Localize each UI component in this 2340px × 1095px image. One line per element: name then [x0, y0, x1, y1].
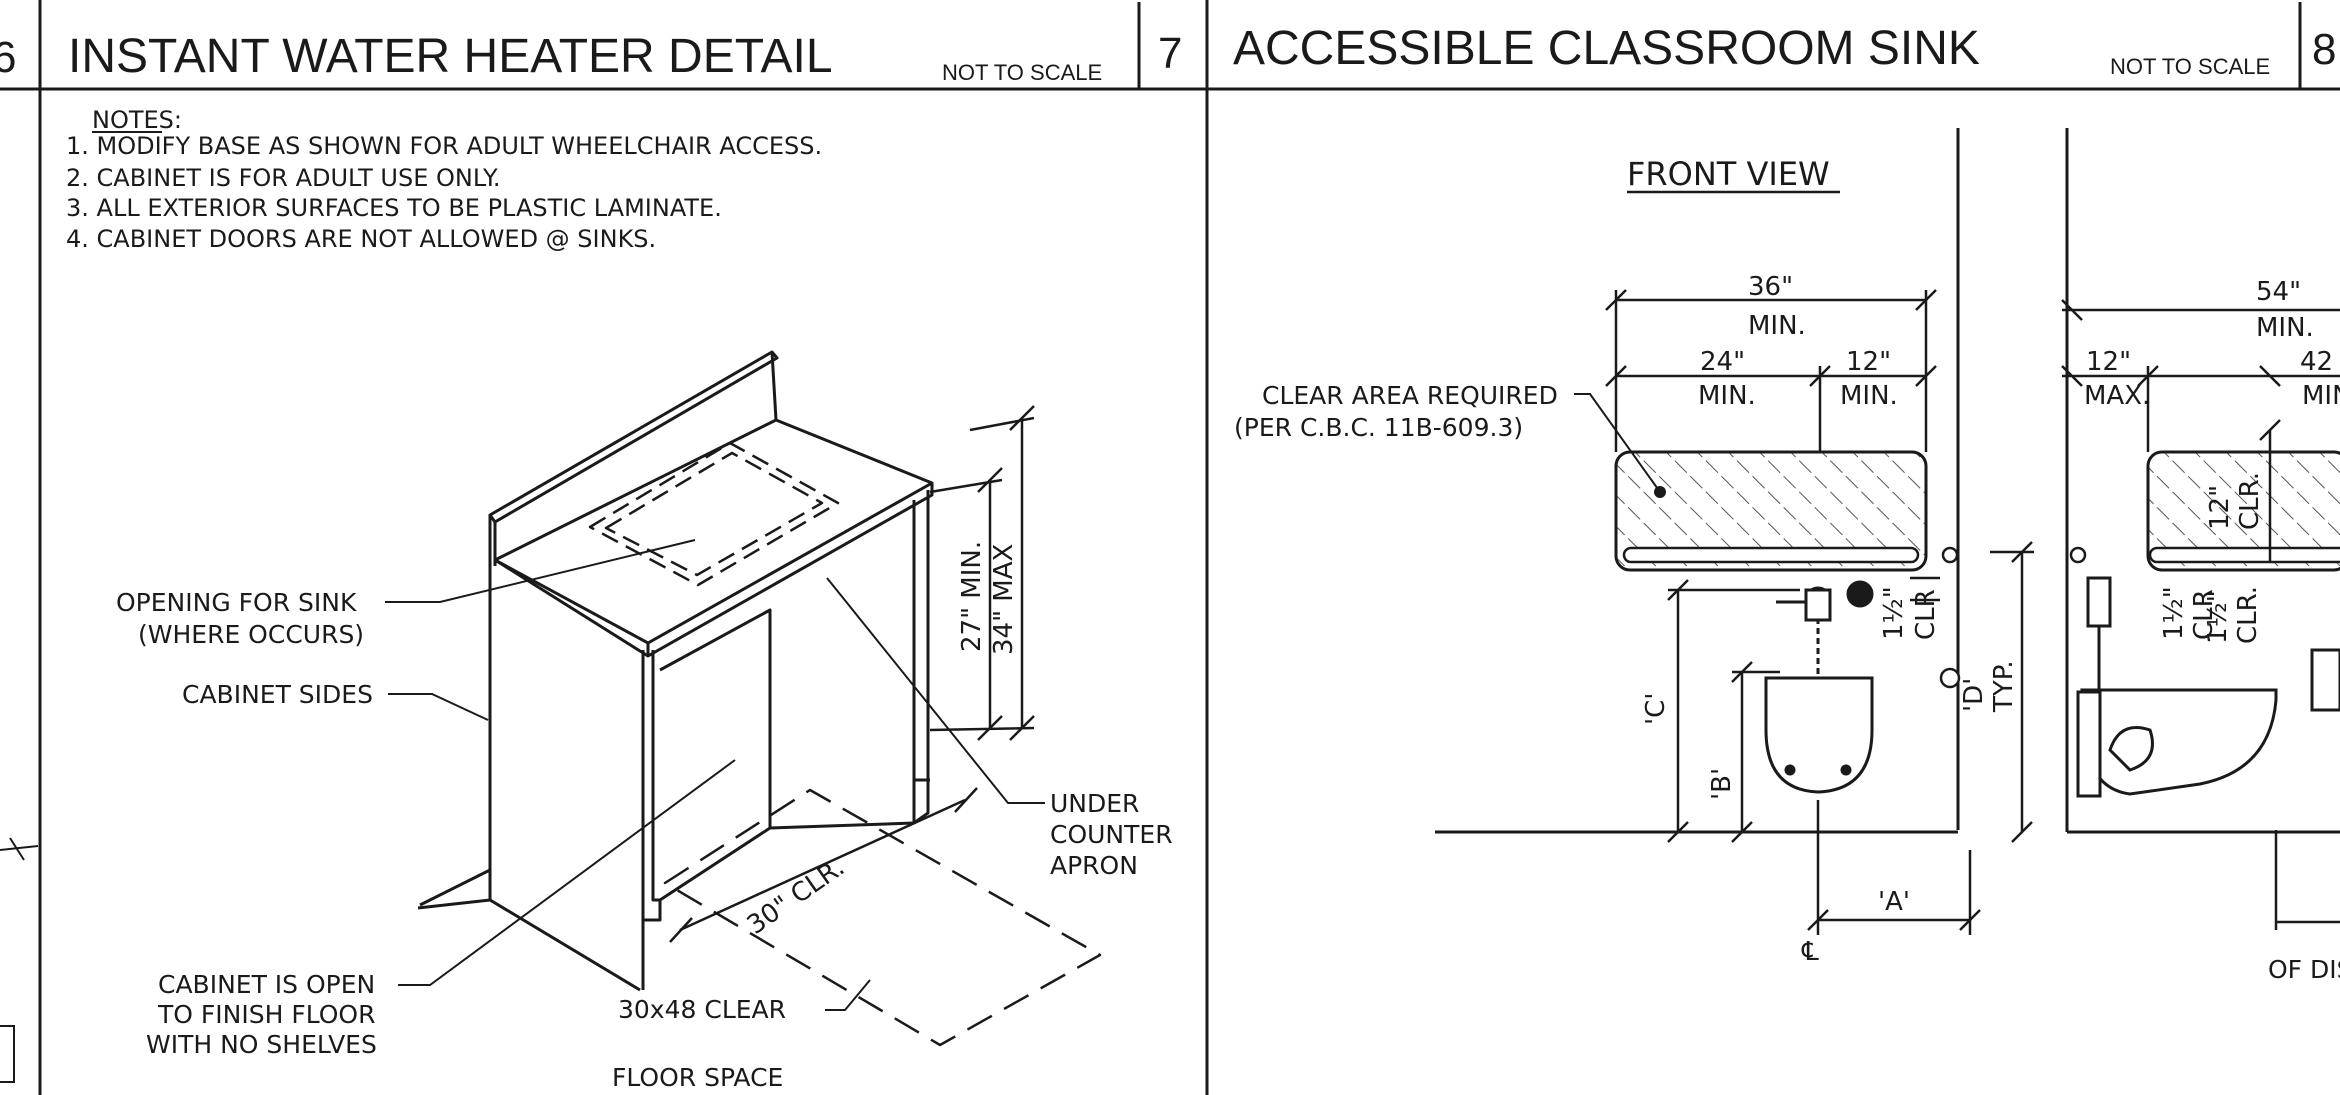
dim-36-min: MIN.	[1748, 311, 1806, 341]
dim-42-min: MIN	[2302, 381, 2340, 411]
panel7-scale-note: NOT TO SCALE	[942, 60, 1102, 85]
dim-12: 12"	[1846, 347, 1891, 377]
dim-54-min: MIN.	[2256, 313, 2314, 343]
label-cut-of-dis: OF DIS	[2268, 955, 2340, 984]
dim-1-5: 1½"	[1879, 586, 1909, 640]
panel8-fixture	[1764, 576, 2340, 798]
panel8-scale-note: NOT TO SCALE	[2110, 54, 2270, 79]
dim-1-5-b-clr: CLR	[2189, 589, 2219, 640]
dim-a: 'A'	[1878, 887, 1910, 917]
centerline-symbol: ℄	[1801, 937, 1819, 967]
detail-number-6: 6	[0, 33, 16, 82]
label-clear-area: CLEAR AREA REQUIRED	[1262, 381, 1558, 410]
dim-24-min: MIN.	[1698, 381, 1756, 411]
dim-12-max-label: MAX.	[2084, 381, 2150, 411]
dim-d: 'D'	[1959, 678, 1989, 712]
panel8-detail-number: 8	[2312, 25, 2336, 74]
label-apron: APRON	[1050, 851, 1138, 880]
label-clear-30x48: 30x48 CLEAR	[618, 995, 786, 1024]
dim-12-clr-label: CLR.	[2235, 472, 2265, 530]
dim-27-min: 27" MIN.	[957, 541, 987, 652]
panel8-walls	[1435, 128, 2340, 834]
dim-1-5-c-clr: CLR.	[2233, 586, 2263, 644]
dim-34-max: 34" MAX	[989, 544, 1019, 655]
dim-12-clr: 12"	[2205, 485, 2235, 530]
left-fragment	[0, 837, 39, 1083]
note-2: 2. CABINET IS FOR ADULT USE ONLY.	[66, 164, 500, 192]
label-cabinet-sides: CABINET SIDES	[182, 680, 373, 709]
panel7-dimension-lines	[669, 405, 1035, 943]
dim-36: 36"	[1748, 272, 1793, 302]
label-where-occurs: (WHERE OCCURS)	[138, 620, 364, 649]
panel8-title: ACCESSIBLE CLASSROOM SINK	[1233, 22, 1980, 75]
label-cabinet-open: CABINET IS OPEN	[158, 970, 375, 999]
note-4: 4. CABINET DOORS ARE NOT ALLOWED @ SINKS…	[66, 225, 656, 253]
panel7-detail-number: 7	[1158, 29, 1182, 78]
dim-1-5-c: 1½"	[2203, 590, 2233, 644]
dim-54: 54"	[2256, 277, 2301, 307]
panel8-counters	[1614, 450, 2340, 689]
panel7-notes: NOTES: 1. MODIFY BASE AS SHOWN FOR ADULT…	[66, 106, 822, 253]
dim-c: 'C'	[1641, 693, 1671, 725]
dim-1-5-b: 1½"	[2159, 586, 2189, 640]
dim-12-min: MIN.	[1840, 381, 1898, 411]
clear-area-leader	[1574, 393, 1661, 493]
label-opening-for-sink: OPENING FOR SINK	[116, 588, 357, 617]
note-1: 1. MODIFY BASE AS SHOWN FOR ADULT WHEELC…	[66, 132, 822, 160]
label-cbc-reference: (PER C.B.C. 11B-609.3)	[1234, 413, 1523, 442]
dim-b: 'B'	[1707, 768, 1737, 800]
dim-typ: TYP.	[1989, 660, 2019, 713]
dim-12-max: 12"	[2086, 347, 2131, 377]
dim-30-clr: 30" CLR.	[742, 852, 850, 940]
cabinet-drawing	[417, 350, 1102, 1047]
panel7-leaders	[385, 539, 1045, 1011]
dim-1-5-clr: CLR	[1911, 589, 1941, 640]
label-finish-floor: TO FINISH FLOOR	[157, 1000, 375, 1029]
label-no-shelves: WITH NO SHELVES	[146, 1030, 377, 1059]
front-view-title: FRONT VIEW	[1627, 155, 1830, 193]
notes-heading: NOTES:	[92, 106, 182, 134]
label-floor-space: FLOOR SPACE	[612, 1063, 783, 1092]
note-3: 3. ALL EXTERIOR SURFACES TO BE PLASTIC L…	[66, 194, 722, 222]
label-under: UNDER	[1050, 789, 1139, 818]
dim-42: 42	[2300, 347, 2333, 377]
dim-24: 24"	[1700, 347, 1745, 377]
label-counter: COUNTER	[1050, 820, 1173, 849]
panel8-dimension-lines	[1605, 289, 2340, 935]
panel7-title: INSTANT WATER HEATER DETAIL	[68, 30, 833, 83]
